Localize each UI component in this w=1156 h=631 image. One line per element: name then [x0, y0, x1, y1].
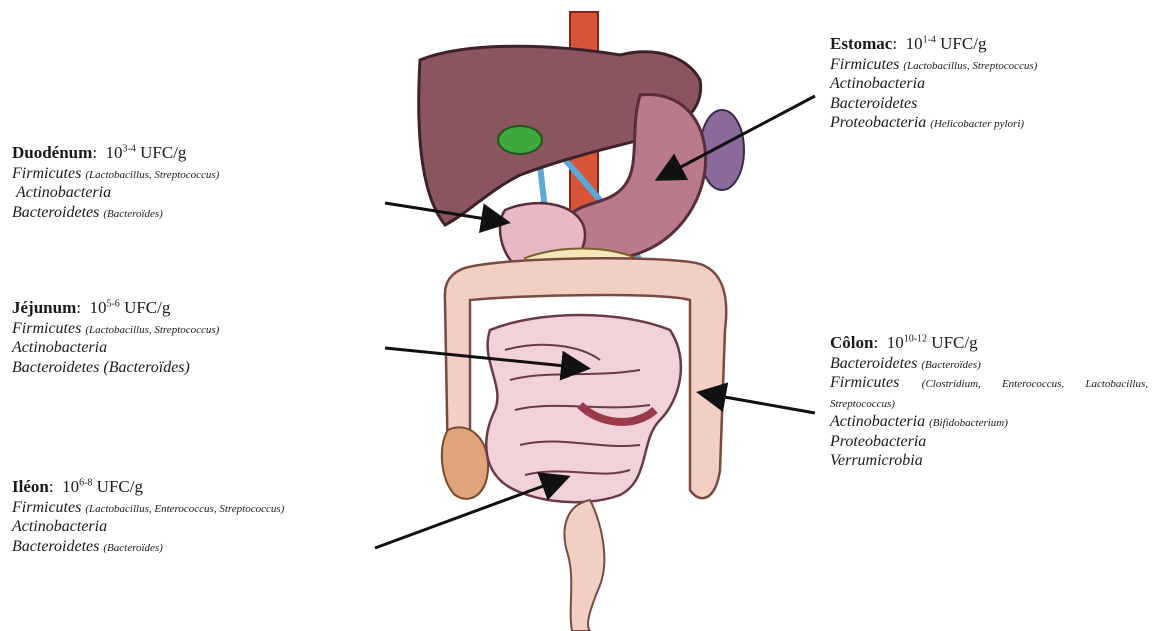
colon-line-3: Actinobacteria (Bifidobacterium): [830, 412, 1150, 432]
jejunum-title: Jéjunum: 105-6 UFC/g: [12, 298, 352, 319]
rectum: [564, 500, 604, 631]
estomac-count-exp: 1-4: [923, 34, 936, 45]
jejunum-label: Jéjunum: 105-6 UFC/g Firmicutes (Lactoba…: [12, 298, 352, 377]
jejunum-name: Jéjunum: [12, 298, 76, 317]
duodenum-count-exp: 3-4: [123, 143, 136, 154]
ileon-label: Iléon: 106-8 UFC/g Firmicutes (Lactobaci…: [12, 477, 342, 556]
jejunum-line-2: Actinobacteria: [12, 338, 352, 358]
duodenum-line-1: Firmicutes (Lactobacillus, Streptococcus…: [12, 164, 352, 184]
ileon-line-1: Firmicutes (Lactobacillus, Enterococcus,…: [12, 498, 322, 518]
duodenum-label: Duodénum: 103-4 UFC/g Firmicutes (Lactob…: [12, 143, 352, 222]
colon-count-base: 10: [887, 333, 904, 352]
ileon-title: Iléon: 106-8 UFC/g: [12, 477, 342, 498]
colon-line-1: Bacteroidetes (Bacteroïdes): [830, 354, 1150, 374]
estomac-count-base: 10: [906, 34, 923, 53]
duodenum-name: Duodénum: [12, 143, 92, 162]
colon-line-4: Proteobacteria: [830, 432, 1150, 452]
ileon-name: Iléon: [12, 477, 49, 496]
ileon-count-exp: 6-8: [79, 477, 92, 488]
colon-line-2: Firmicutes (Clostridium, Enterococcus, L…: [830, 373, 1148, 412]
colon-count-exp: 10-12: [904, 333, 927, 344]
estomac-line-3: Bacteroidetes: [830, 94, 1150, 114]
ileon-line-2: Actinobacteria: [12, 517, 342, 537]
estomac-line-2: Actinobacteria: [830, 74, 1150, 94]
ileon-unit: UFC/g: [97, 477, 143, 496]
ileon-count-base: 10: [62, 477, 79, 496]
estomac-line-4: Proteobacteria (Helicobacter pylori): [830, 113, 1150, 133]
colon-label: Côlon: 1010-12 UFC/g Bacteroidetes (Bact…: [830, 333, 1150, 471]
jejunum-unit: UFC/g: [124, 298, 170, 317]
caecum: [442, 427, 488, 498]
estomac-title: Estomac: 101-4 UFC/g: [830, 34, 1150, 55]
duodenum-line-2: Actinobacteria: [12, 183, 352, 203]
jejunum-count-exp: 5-6: [106, 298, 119, 309]
ileon-line-3: Bacteroidetes (Bacteroïdes): [12, 537, 342, 557]
estomac-line-1: Firmicutes (Lactobacillus, Streptococcus…: [830, 55, 1150, 75]
estomac-name: Estomac: [830, 34, 892, 53]
jejunum-count-base: 10: [89, 298, 106, 317]
colon-title: Côlon: 1010-12 UFC/g: [830, 333, 1150, 354]
estomac-label: Estomac: 101-4 UFC/g Firmicutes (Lactoba…: [830, 34, 1150, 133]
estomac-unit: UFC/g: [940, 34, 986, 53]
jejunum-line-1: Firmicutes (Lactobacillus, Streptococcus…: [12, 319, 352, 339]
colon-name: Côlon: [830, 333, 873, 352]
duodenum-title: Duodénum: 103-4 UFC/g: [12, 143, 352, 164]
jejunum-line-3: Bacteroidetes (Bacteroïdes): [12, 358, 352, 378]
gallbladder: [498, 126, 542, 154]
colon-unit: UFC/g: [931, 333, 977, 352]
duodenum-count-base: 10: [106, 143, 123, 162]
colon-line-5: Verrumicrobia: [830, 451, 1150, 471]
duodenum-line-3: Bacteroidetes (Bacteroïdes): [12, 203, 352, 223]
duodenum-unit: UFC/g: [140, 143, 186, 162]
